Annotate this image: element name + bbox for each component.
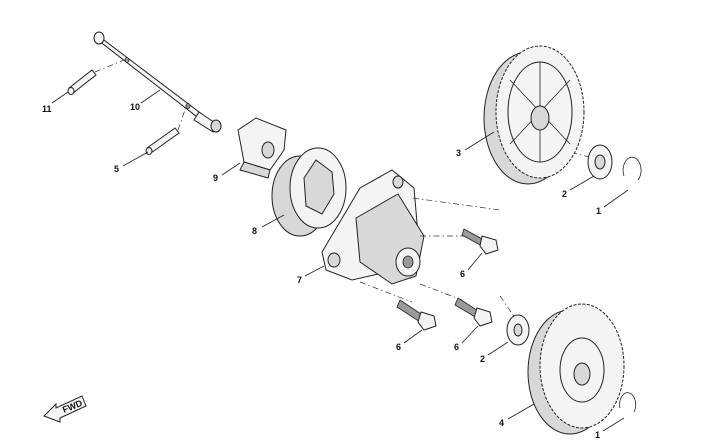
washer-upper bbox=[587, 144, 613, 180]
callout-8: 8 bbox=[252, 226, 257, 236]
callout-9: 9 bbox=[213, 173, 218, 183]
bolt-lower-left bbox=[396, 299, 437, 331]
pin-lower bbox=[145, 127, 180, 155]
callout-3: 3 bbox=[456, 148, 461, 158]
inner-rotor bbox=[237, 117, 287, 179]
circlip-lower bbox=[619, 392, 637, 413]
washer-lower bbox=[506, 314, 530, 346]
gear-upper bbox=[483, 45, 585, 185]
callout-1-lower: 1 bbox=[595, 430, 600, 440]
pump-shaft bbox=[93, 31, 222, 133]
callout-6-lower-right: 6 bbox=[454, 342, 459, 352]
callout-2-upper: 2 bbox=[562, 189, 567, 199]
callout-4: 4 bbox=[499, 418, 504, 428]
callout-2-lower: 2 bbox=[480, 354, 485, 364]
callout-1-upper: 1 bbox=[596, 206, 601, 216]
pump-body bbox=[321, 169, 425, 285]
pin-upper bbox=[67, 69, 97, 95]
callout-6-upper: 6 bbox=[460, 269, 465, 279]
callout-7: 7 bbox=[297, 275, 302, 285]
callout-5: 5 bbox=[114, 164, 119, 174]
circlip-upper bbox=[622, 156, 642, 181]
fwd-arrow-icon: FWD bbox=[43, 395, 87, 423]
callout-11: 11 bbox=[42, 104, 52, 114]
gear-lower bbox=[527, 303, 625, 435]
callout-6-lower-left: 6 bbox=[396, 342, 401, 352]
outer-rotor bbox=[271, 147, 347, 237]
callout-10: 10 bbox=[130, 102, 140, 112]
bolt-lower-right bbox=[454, 297, 493, 327]
bolt-upper bbox=[461, 228, 499, 255]
